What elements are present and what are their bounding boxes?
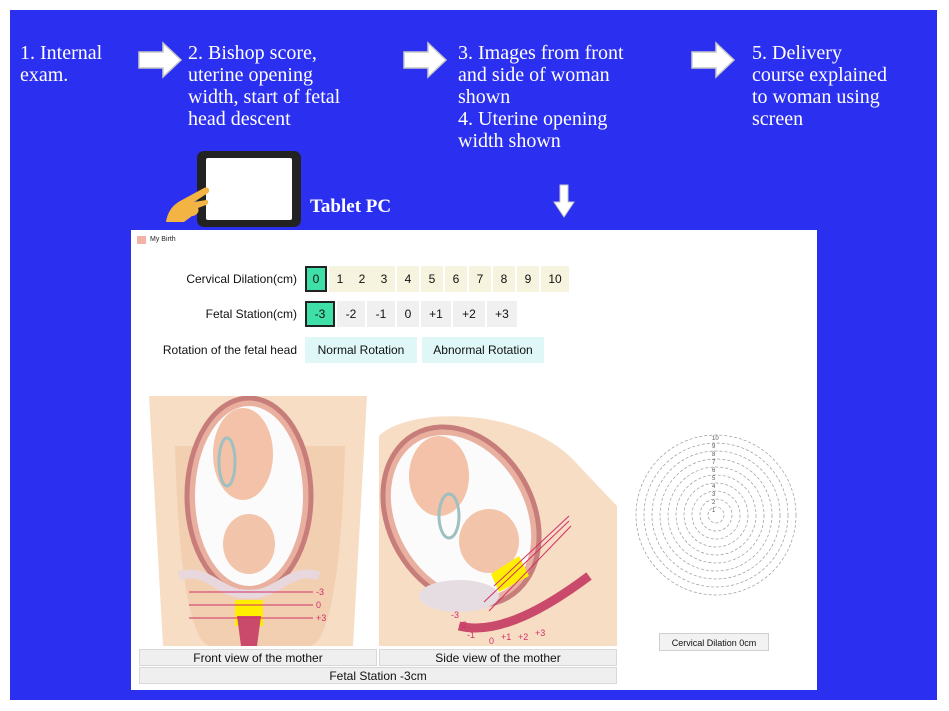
station-option-plus2[interactable]: +2 <box>453 301 485 327</box>
dilation-ring-label: 2 <box>712 500 716 506</box>
dilation-ring <box>652 451 780 579</box>
side-view-caption: Side view of the mother <box>379 649 617 666</box>
dilation-ring-label: 8 <box>712 452 716 458</box>
dilation-caption: Cervical Dilation 0cm <box>659 633 769 651</box>
dilation-option-6[interactable]: 6 <box>445 266 467 292</box>
side-marker-minus3: -3 <box>451 610 459 620</box>
dilation-ring-label: 1 <box>712 508 716 514</box>
dilation-ring-label: 4 <box>712 484 716 490</box>
dilation-ring <box>708 507 724 523</box>
station-caption: Fetal Station -3cm <box>139 667 617 684</box>
dilation-ring <box>700 499 732 531</box>
right-arrow-icon <box>137 40 183 80</box>
dilation-ring-label: 3 <box>712 492 716 498</box>
side-marker-minus2: -2 <box>459 620 467 630</box>
dilation-option-7[interactable]: 7 <box>469 266 491 292</box>
rotation-label: Rotation of the fetal head <box>131 343 297 357</box>
side-marker-plus2: +2 <box>518 632 528 642</box>
down-arrow-icon <box>553 184 575 218</box>
tablet-label: Tablet PC <box>310 196 391 218</box>
dilation-ring <box>644 443 788 587</box>
station-option-0[interactable]: 0 <box>397 301 419 327</box>
title-bar: My Birth <box>131 230 817 250</box>
side-view-image: -3 -2 -1 0 +1 +2 +3 <box>379 406 617 646</box>
dilation-ring-label: 7 <box>712 460 716 466</box>
station-option-minus2[interactable]: -2 <box>337 301 365 327</box>
dilation-ring <box>660 459 772 571</box>
dilation-ring <box>684 483 748 547</box>
app-title: My Birth <box>150 236 176 243</box>
dilation-ring <box>692 491 740 539</box>
step-delivery-explained: 5. Delivery course explained to woman us… <box>752 42 887 130</box>
dilation-ring <box>676 475 756 555</box>
station-option-minus1[interactable]: -1 <box>367 301 395 327</box>
side-marker-minus1: -1 <box>467 630 475 640</box>
dilation-option-2[interactable]: 2 <box>351 266 373 292</box>
normal-rotation-button[interactable]: Normal Rotation <box>305 337 417 363</box>
dilation-rings-diagram: 10 9 8 7 6 5 4 3 2 1 <box>634 433 798 597</box>
station-option-plus3[interactable]: +3 <box>487 301 517 327</box>
dilation-ring-label: 5 <box>712 476 716 482</box>
dilation-label: Cervical Dilation(cm) <box>131 272 297 286</box>
dilation-option-3[interactable]: 3 <box>373 266 395 292</box>
station-label: Fetal Station(cm) <box>131 307 297 321</box>
step-bishop-score: 2. Bishop score, uterine opening width, … <box>188 42 340 130</box>
step-internal-exam: 1. Internal exam. <box>20 42 102 86</box>
dilation-option-4[interactable]: 4 <box>397 266 419 292</box>
step-images-shown: 3. Images from front and side of woman s… <box>458 42 624 152</box>
dilation-ring-label: 10 <box>712 436 719 442</box>
dilation-option-1[interactable]: 1 <box>329 266 351 292</box>
dilation-option-0[interactable]: 0 <box>305 266 327 292</box>
right-arrow-icon <box>402 40 448 80</box>
slide-background: 1. Internal exam. 2. Bishop score, uteri… <box>10 10 937 700</box>
right-arrow-icon <box>690 40 736 80</box>
side-marker-plus1: +1 <box>501 632 511 642</box>
front-marker-minus3: -3 <box>316 587 324 597</box>
front-view-caption: Front view of the mother <box>139 649 377 666</box>
dilation-option-5[interactable]: 5 <box>421 266 443 292</box>
dilation-option-9[interactable]: 9 <box>517 266 539 292</box>
app-icon <box>137 236 146 244</box>
dilation-option-8[interactable]: 8 <box>493 266 515 292</box>
abnormal-rotation-button[interactable]: Abnormal Rotation <box>422 337 544 363</box>
dilation-ring <box>668 467 764 563</box>
side-marker-0: 0 <box>489 636 494 646</box>
dilation-ring-label: 9 <box>712 444 716 450</box>
front-marker-plus3: +3 <box>316 613 326 623</box>
hand-pointer-icon <box>162 182 218 226</box>
dilation-option-10[interactable]: 10 <box>541 266 569 292</box>
front-view-image: -3 0 +3 <box>139 396 377 646</box>
station-option-plus1[interactable]: +1 <box>421 301 451 327</box>
front-marker-0: 0 <box>316 600 321 610</box>
dilation-ring-label: 6 <box>712 468 716 474</box>
station-option-minus3[interactable]: -3 <box>305 301 335 327</box>
side-marker-plus3: +3 <box>535 628 545 638</box>
